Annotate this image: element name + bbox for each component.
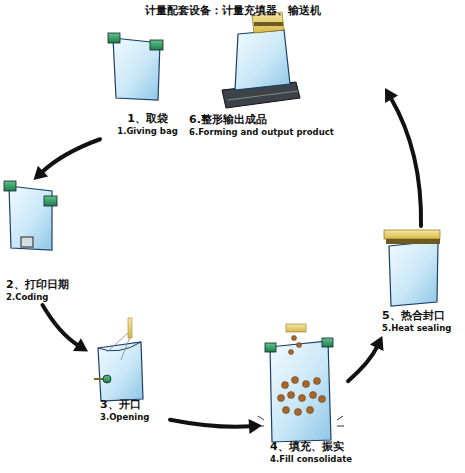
granule [319, 396, 326, 403]
step-name-en: 4.Fill consolidate [270, 454, 348, 465]
flow-arrow [170, 419, 262, 434]
granule [303, 381, 310, 388]
product-granules [278, 336, 326, 416]
vibration-marks [257, 416, 344, 426]
step-name-cn: 1、取袋 [100, 112, 195, 126]
conveyor-belt [228, 91, 298, 100]
process-step: 1、取袋1.Giving bag [100, 30, 195, 145]
bag [270, 341, 331, 442]
flow-arrow [348, 336, 384, 381]
arrow-head [73, 338, 88, 351]
arrow-line [43, 305, 79, 346]
granule [295, 409, 302, 416]
printer [21, 237, 33, 247]
flow-arrow [34, 139, 101, 180]
granule [282, 382, 289, 389]
granule [283, 407, 290, 414]
granule [288, 392, 295, 399]
step-name-cn: 6.整形输出成品 [189, 113, 385, 127]
step-name-en: 3.Opening [100, 412, 170, 423]
step-name-en: 5.Heat sealing [382, 323, 464, 334]
step-name-cn: 5、热合封口 [382, 309, 464, 323]
step-name-en: 6.Forming and output product [189, 127, 385, 138]
granule [292, 336, 297, 341]
gripper [265, 343, 276, 352]
arrow-head [370, 336, 384, 351]
step-label: 4、填充、振实4.Fill consolidate [270, 440, 348, 464]
sealing-bar [386, 239, 440, 244]
granule [289, 350, 294, 355]
arrow-head [249, 419, 262, 434]
granule [314, 378, 321, 385]
granule [297, 343, 302, 348]
process-step: 3、开口3.Opening [88, 320, 170, 425]
process-step: 2、打印日期2.Coding [2, 180, 92, 305]
step-label: 1、取袋1.Giving bag [100, 112, 195, 136]
granule [292, 377, 299, 384]
diagram-title: 计量配套设备：计量充填器、输送机 [0, 3, 465, 18]
sealing-bar [384, 230, 440, 239]
flow-arrow [43, 305, 89, 352]
bag-mouth [98, 342, 141, 351]
bag [235, 30, 290, 90]
step-name-cn: 2、打印日期 [6, 278, 92, 292]
arrow-head [385, 88, 398, 103]
step-name-cn: 4、填充、振实 [270, 440, 348, 454]
gripper [44, 196, 57, 206]
opening-lines [107, 333, 131, 360]
arrow-line [42, 139, 100, 172]
step-label: 3、开口3.Opening [100, 398, 170, 422]
arrow-head [34, 166, 49, 180]
process-step: 6.整形输出成品6.Forming and output product [185, 22, 385, 142]
granule [278, 395, 285, 402]
process-step: 5、热合封口5.Heat sealing [378, 226, 464, 336]
gripper [4, 181, 16, 191]
process-step: 4、填充、振实4.Fill consolidate [262, 322, 348, 470]
granule [307, 407, 314, 414]
flow-arrow [385, 88, 421, 226]
bag [98, 342, 143, 401]
arrow-line [170, 420, 251, 427]
gripper [108, 33, 120, 43]
step-label: 2、打印日期2.Coding [6, 278, 92, 302]
arrow-line [391, 97, 422, 226]
suction-cup [103, 375, 111, 383]
step-label: 6.整形输出成品6.Forming and output product [189, 113, 385, 137]
arrow-line [348, 346, 378, 381]
bag [389, 241, 438, 306]
opener-arm [94, 378, 104, 380]
hopper [286, 324, 306, 332]
step-name-en: 1.Giving bag [100, 126, 195, 137]
seal-line [254, 22, 283, 26]
gripper [150, 40, 163, 50]
opener-rod [128, 318, 132, 338]
granule [299, 395, 306, 402]
gripper [322, 338, 333, 347]
step-name-en: 2.Coding [6, 292, 92, 303]
granule [310, 392, 317, 399]
step-name-cn: 3、开口 [100, 398, 170, 412]
step-label: 5、热合封口5.Heat sealing [382, 309, 464, 333]
